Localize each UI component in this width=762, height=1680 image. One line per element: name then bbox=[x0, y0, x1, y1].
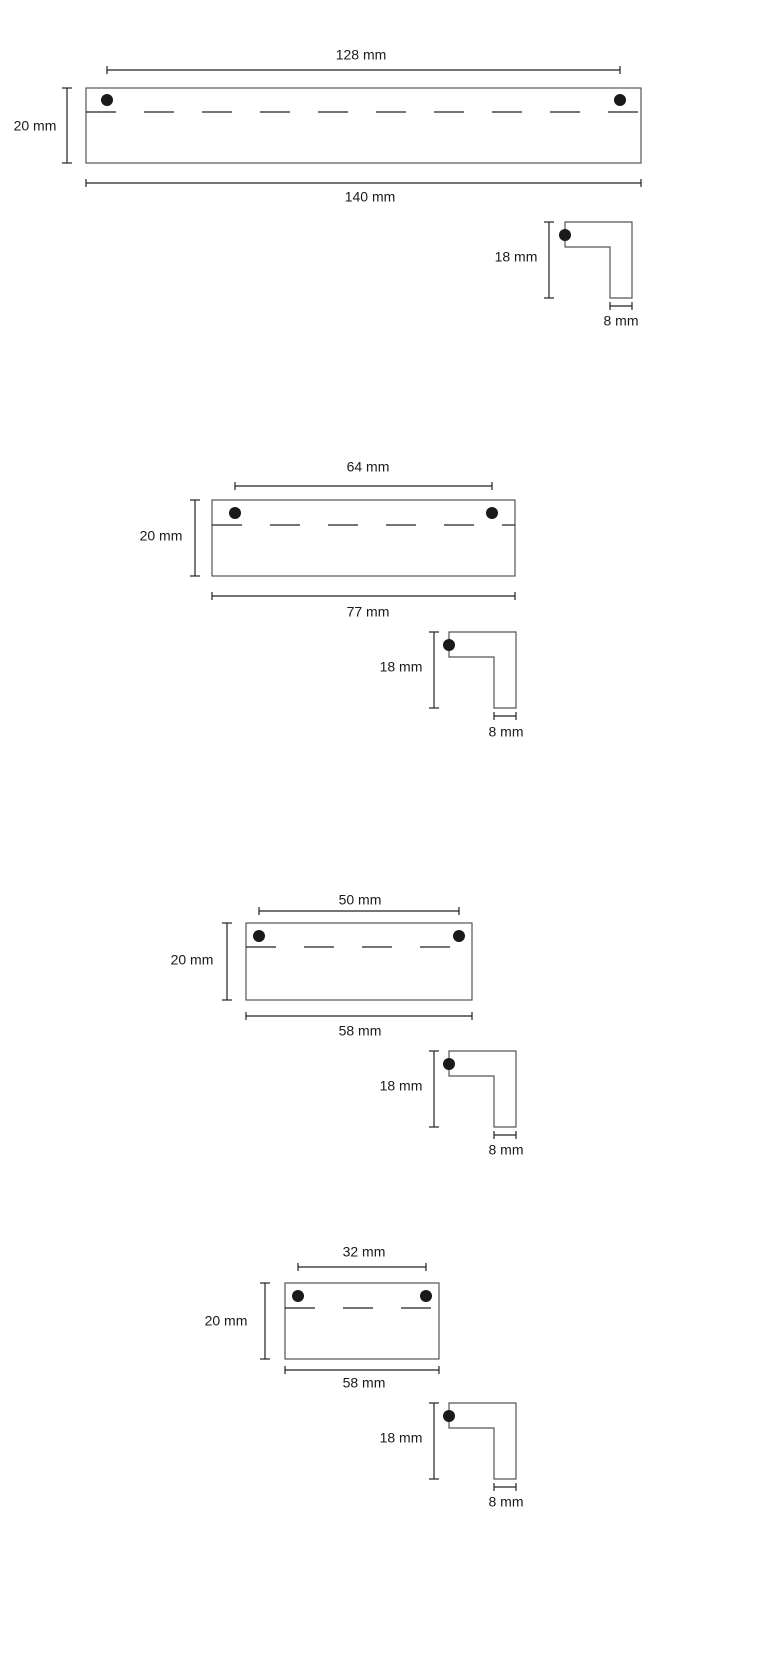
profile-height-dimension bbox=[429, 631, 439, 709]
mounting-hole bbox=[420, 1290, 432, 1302]
profile-height-label: 18 mm bbox=[380, 1430, 423, 1446]
profile-height-dimension bbox=[544, 221, 554, 299]
height-label: 20 mm bbox=[140, 528, 183, 544]
height-label: 20 mm bbox=[205, 1313, 248, 1329]
handle-drawing-2: 64 mm 20 mm 77 mm 18 mm 8 mm bbox=[140, 459, 524, 740]
profile-thickness-dimension bbox=[493, 712, 517, 720]
length-dimension bbox=[245, 1012, 473, 1020]
length-dimension bbox=[211, 592, 516, 600]
length-label: 140 mm bbox=[345, 189, 396, 205]
profile-height-dimension bbox=[429, 1050, 439, 1128]
handle-front-outline bbox=[211, 499, 516, 577]
mounting-hole bbox=[101, 94, 113, 106]
handle-profile-outline bbox=[564, 221, 633, 299]
profile-thickness-dimension bbox=[493, 1483, 517, 1491]
handle-front-outline bbox=[245, 922, 473, 1001]
height-label: 20 mm bbox=[171, 952, 214, 968]
hole-spacing-dimension bbox=[234, 482, 493, 490]
profile-thickness-dimension bbox=[609, 302, 633, 310]
profile-mounting-hole bbox=[443, 639, 455, 651]
hole-spacing-label: 50 mm bbox=[339, 892, 382, 908]
profile-height-dimension bbox=[429, 1402, 439, 1480]
handle-profile-outline bbox=[448, 1050, 517, 1128]
handle-drawing-1: 128 mm 20 mm 140 mm 18 mm 8 mm bbox=[14, 47, 642, 329]
hole-spacing-dimension bbox=[297, 1263, 427, 1271]
length-dimension bbox=[85, 179, 642, 187]
height-dimension bbox=[222, 922, 232, 1001]
hole-spacing-label: 32 mm bbox=[343, 1244, 386, 1260]
handle-drawing-4: 32 mm 20 mm 58 mm 18 mm 8 mm bbox=[205, 1244, 524, 1510]
profile-height-label: 18 mm bbox=[380, 1078, 423, 1094]
profile-thickness-label: 8 mm bbox=[489, 1494, 524, 1510]
handle-front-outline bbox=[85, 87, 642, 164]
mounting-hole bbox=[229, 507, 241, 519]
mounting-hole bbox=[614, 94, 626, 106]
profile-mounting-hole bbox=[443, 1058, 455, 1070]
handle-profile-outline bbox=[448, 1402, 517, 1480]
profile-thickness-dimension bbox=[493, 1131, 517, 1139]
mounting-hole bbox=[292, 1290, 304, 1302]
profile-thickness-label: 8 mm bbox=[604, 313, 639, 329]
handle-profile-outline bbox=[448, 631, 517, 709]
profile-thickness-label: 8 mm bbox=[489, 724, 524, 740]
length-label: 58 mm bbox=[339, 1023, 382, 1039]
handle-drawing-3: 50 mm 20 mm 58 mm 18 mm 8 mm bbox=[171, 892, 524, 1158]
hole-spacing-label: 64 mm bbox=[347, 459, 390, 475]
hole-spacing-dimension bbox=[258, 907, 460, 915]
length-label: 77 mm bbox=[347, 604, 390, 620]
height-dimension bbox=[190, 499, 200, 577]
profile-height-label: 18 mm bbox=[495, 249, 538, 265]
hole-spacing-label: 128 mm bbox=[336, 47, 387, 63]
mounting-hole bbox=[453, 930, 465, 942]
profile-mounting-hole bbox=[559, 229, 571, 241]
profile-height-label: 18 mm bbox=[380, 659, 423, 675]
mounting-hole bbox=[253, 930, 265, 942]
hole-spacing-dimension bbox=[106, 66, 621, 74]
height-label: 20 mm bbox=[14, 118, 57, 134]
handle-front-outline bbox=[284, 1282, 440, 1360]
length-dimension bbox=[284, 1366, 440, 1374]
profile-mounting-hole bbox=[443, 1410, 455, 1422]
height-dimension bbox=[260, 1282, 270, 1360]
mounting-hole bbox=[486, 507, 498, 519]
length-label: 58 mm bbox=[343, 1375, 386, 1391]
profile-thickness-label: 8 mm bbox=[489, 1142, 524, 1158]
height-dimension bbox=[62, 87, 72, 164]
